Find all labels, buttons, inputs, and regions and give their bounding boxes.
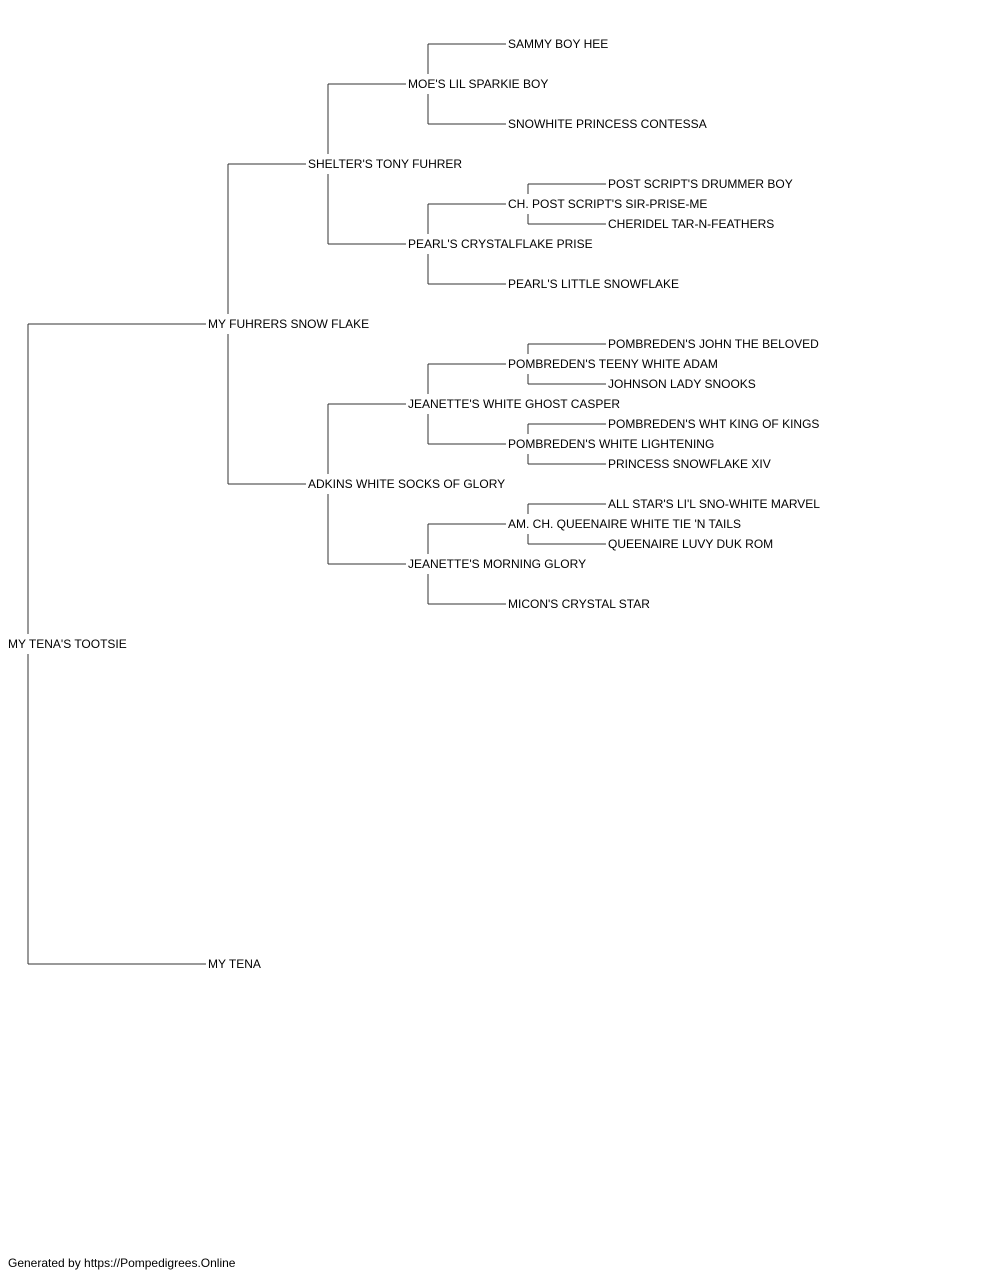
dog-name-my-fuhrers-snow-flake: MY FUHRERS SNOW FLAKE	[208, 317, 369, 331]
dog-name-pombreden-s-teeny-white-adam: POMBREDEN'S TEENY WHITE ADAM	[508, 357, 718, 371]
dog-name-queenaire-luvy-duk-rom: QUEENAIRE LUVY DUK ROM	[608, 537, 773, 551]
dog-name-pearl-s-little-snowflake: PEARL'S LITTLE SNOWFLAKE	[508, 277, 679, 291]
dog-name-adkins-white-socks-of-glory: ADKINS WHITE SOCKS OF GLORY	[308, 477, 505, 491]
dog-name-sammy-boy-hee: SAMMY BOY HEE	[508, 37, 608, 51]
dog-name-princess-snowflake-xiv: PRINCESS SNOWFLAKE XIV	[608, 457, 771, 471]
dog-name-pearl-s-crystalflake-prise: PEARL'S CRYSTALFLAKE PRISE	[408, 237, 593, 251]
dog-name-my-tena-s-tootsie: MY TENA'S TOOTSIE	[8, 637, 127, 651]
dog-name-ch-post-script-s-sir-prise-me: CH. POST SCRIPT'S SIR-PRISE-ME	[508, 197, 707, 211]
dog-name-pombreden-s-wht-king-of-kings: POMBREDEN'S WHT KING OF KINGS	[608, 417, 819, 431]
dog-name-all-star-s-li-l-sno-white-marvel: ALL STAR'S LI'L SNO-WHITE MARVEL	[608, 497, 820, 511]
footer-credit: Generated by https://Pompedigrees.Online	[8, 1256, 236, 1270]
dog-name-jeanette-s-morning-glory: JEANETTE'S MORNING GLORY	[408, 557, 586, 571]
dog-name-cheridel-tar-n-feathers: CHERIDEL TAR-N-FEATHERS	[608, 217, 774, 231]
dog-name-pombreden-s-john-the-beloved: POMBREDEN'S JOHN THE BELOVED	[608, 337, 819, 351]
dog-name-jeanette-s-white-ghost-casper: JEANETTE'S WHITE GHOST CASPER	[408, 397, 620, 411]
dog-name-my-tena: MY TENA	[208, 957, 261, 971]
dog-name-shelter-s-tony-fuhrer: SHELTER'S TONY FUHRER	[308, 157, 462, 171]
dog-name-micon-s-crystal-star: MICON'S CRYSTAL STAR	[508, 597, 650, 611]
dog-name-johnson-lady-snooks: JOHNSON LADY SNOOKS	[608, 377, 756, 391]
dog-name-post-script-s-drummer-boy: POST SCRIPT'S DRUMMER BOY	[608, 177, 793, 191]
dog-name-snowhite-princess-contessa: SNOWHITE PRINCESS CONTESSA	[508, 117, 707, 131]
dog-name-pombreden-s-white-lightening: POMBREDEN'S WHITE LIGHTENING	[508, 437, 714, 451]
dog-name-moe-s-lil-sparkie-boy: MOE'S LIL SPARKIE BOY	[408, 77, 548, 91]
dog-name-am-ch-queenaire-white-tie-n-tails: AM. CH. QUEENAIRE WHITE TIE 'N TAILS	[508, 517, 741, 531]
